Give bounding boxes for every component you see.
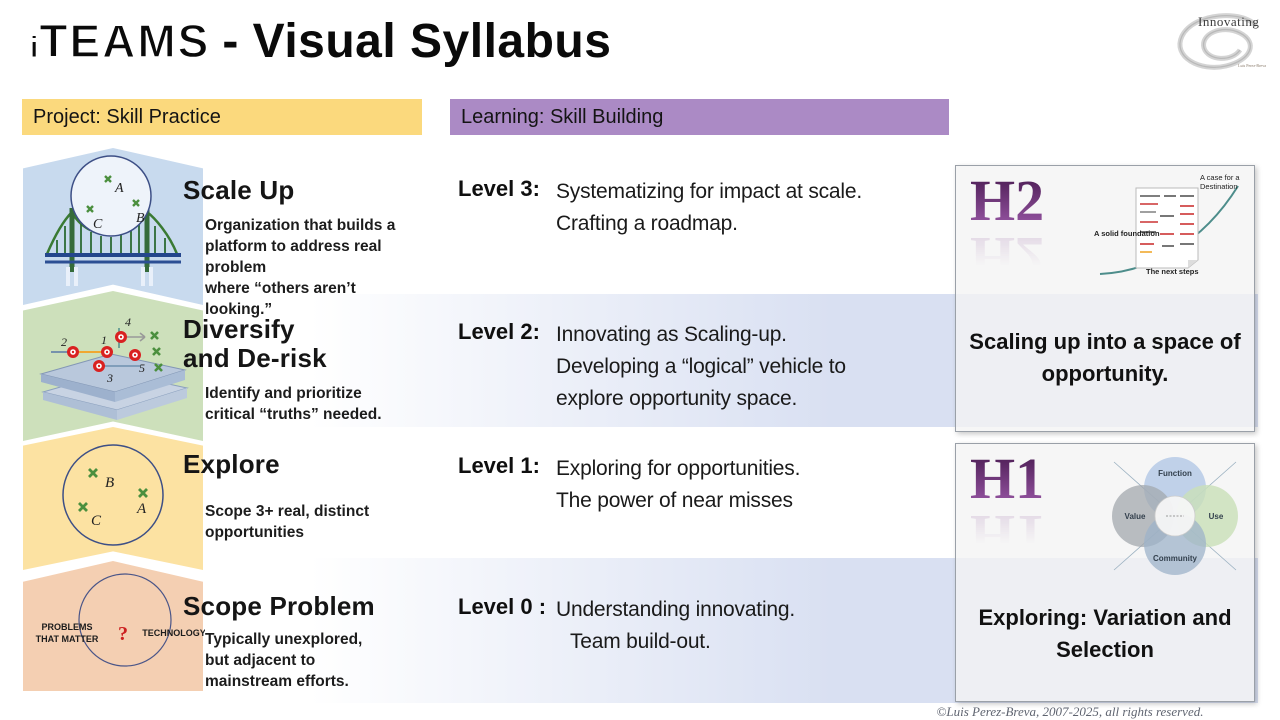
logo-wordmark: Innovating (1198, 14, 1260, 29)
copyright-notice: ©Luis Perez-Breva, 2007-2025, all rights… (936, 704, 1204, 719)
num-3: 3 (106, 371, 113, 385)
brand-teams: TEAMS (39, 14, 211, 67)
level0-label: Level 0 : (458, 594, 547, 619)
heading-scope-problem: Scope Problem (183, 591, 375, 621)
level1-desc: Exploring for opportunities. The power o… (556, 457, 801, 512)
problems-label-line1: PROBLEMS (41, 622, 92, 632)
logo-subtext: Luis Perez-Breva (1238, 63, 1266, 68)
project-header-bar: Project: Skill Practice (22, 99, 422, 135)
petal-use-label: Use (1209, 512, 1224, 521)
ribbon-swirl-icon (1177, 13, 1258, 70)
level2-label: Level 2: (458, 319, 540, 344)
num-1: 1 (101, 333, 107, 347)
subtext-explore: Scope 3+ real, distinct opportunities (205, 503, 370, 541)
level0-desc: Understanding innovating. Team build-out… (556, 598, 796, 653)
card-h2-scaling: H2 H2 A case for a Destination A (955, 165, 1255, 432)
level3-desc: Systematizing for impact at scale. Craft… (556, 180, 862, 235)
heading-scale-up: Scale Up (183, 175, 295, 205)
question-mark: ? (118, 623, 128, 645)
label-next-steps: The next steps (1146, 267, 1199, 276)
label-case-destination: A case for a Destination (1200, 173, 1240, 191)
subtext-scale-up: Organization that builds a platform to a… (205, 217, 396, 318)
explore-label-a: A (136, 501, 147, 517)
label-solid-foundation: A solid foundation (1094, 229, 1160, 238)
h1-badge-reflection: H1 (970, 503, 1045, 568)
explore-label-b: B (105, 475, 114, 491)
chevron-scope-problem (23, 561, 203, 691)
innovating-logo: Innovating Luis Perez-Breva (1160, 4, 1270, 78)
bridge-platform-icon: A B C (45, 155, 181, 286)
card-h1-exploring: H1 H1 Function Value Use Community (955, 443, 1255, 702)
subtext-scope-problem: Typically unexplored, but adjacent to ma… (205, 631, 363, 690)
h2-roadmap-diagram: A case for a Destination A solid foundat… (1094, 172, 1246, 290)
level1-label: Level 1: (458, 453, 540, 478)
level3-label: Level 3: (458, 176, 540, 201)
problems-label-line2: THAT MATTER (36, 634, 99, 644)
h1-caption: Exploring: Variation and Selection (978, 605, 1232, 662)
h2-badge-reflection: H2 (970, 225, 1045, 290)
heading-diversify: Diversify and De-risk (183, 314, 327, 374)
h1-badge: H1 (970, 446, 1045, 511)
h2-badge: H2 (970, 168, 1045, 233)
title-text: - Visual Syllabus (222, 15, 612, 68)
platform-derisk-icon: 2 1 3 4 5 (39, 315, 189, 420)
four-petal-venn-icon: Function Value Use Community (1112, 457, 1238, 575)
problems-technology-icon: PROBLEMS THAT MATTER TECHNOLOGY ? (36, 573, 205, 667)
bridge-label-b: A (114, 181, 124, 196)
heading-explore: Explore (183, 449, 280, 479)
h2-caption: Scaling up into a space of opportunity. (969, 329, 1241, 386)
chevron-explore (23, 427, 203, 570)
subtext-diversify: Identify and prioritize critical “truths… (205, 385, 382, 423)
bridge-label-c: C (93, 217, 103, 232)
petal-function-label: Function (1158, 469, 1192, 478)
num-5: 5 (139, 361, 145, 375)
petal-community-label: Community (1153, 554, 1198, 563)
roadmap-curve-icon (1099, 185, 1239, 275)
technology-label: TECHNOLOGY (142, 628, 205, 638)
explore-label-c: C (91, 513, 102, 529)
h1-variation-diagram: Function Value Use Community (1102, 450, 1248, 582)
petal-value-label: Value (1125, 512, 1146, 521)
num-4: 4 (125, 315, 131, 329)
brand-i: i (29, 31, 40, 65)
opportunity-circle-icon: B A C (62, 444, 164, 546)
num-2: 2 (61, 335, 67, 349)
level2-desc: Innovating as Scaling-up. Developing a “… (556, 323, 846, 410)
bridge-label-a: B (136, 211, 145, 226)
learning-header-bar: Learning: Skill Building (450, 99, 949, 135)
